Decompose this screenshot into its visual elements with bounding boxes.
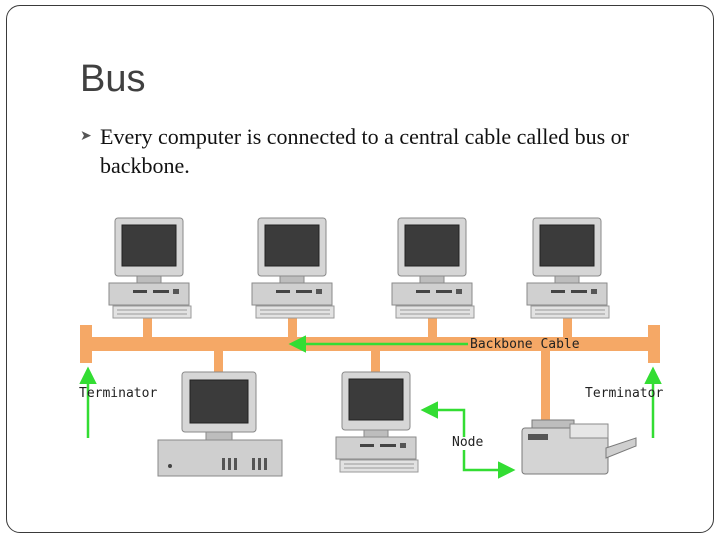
terminator-right-label: Terminator <box>585 386 663 401</box>
drop-cable-1 <box>143 318 152 340</box>
computer-icon <box>526 217 610 319</box>
printer-icon <box>521 419 637 475</box>
node-label: Node <box>452 435 483 450</box>
drop-cable-4 <box>563 318 572 340</box>
arrow-icon <box>420 401 466 437</box>
drop-cable-3 <box>428 318 437 340</box>
computer-icon <box>251 217 335 319</box>
arrow-icon <box>462 450 516 479</box>
slide-title: Bus <box>80 58 146 100</box>
bullet-text: Every computer is connected to a central… <box>100 124 629 178</box>
computer-icon <box>391 217 475 319</box>
backbone-cable-label: Backbone Cable <box>470 337 580 352</box>
node-computer-icon <box>335 371 419 473</box>
drop-cable-2 <box>288 318 297 340</box>
drop-cable-5 <box>214 350 223 372</box>
terminator-left-label: Terminator <box>79 386 157 401</box>
bullet-point: ➤ Every computer is connected to a centr… <box>80 122 680 180</box>
bullet-icon: ➤ <box>80 128 92 144</box>
drop-cable-printer <box>541 350 550 420</box>
drop-cable-6 <box>371 350 380 372</box>
server-computer-icon <box>157 371 283 477</box>
computer-icon <box>108 217 192 319</box>
terminator-right <box>648 325 660 363</box>
terminator-left <box>80 325 92 363</box>
